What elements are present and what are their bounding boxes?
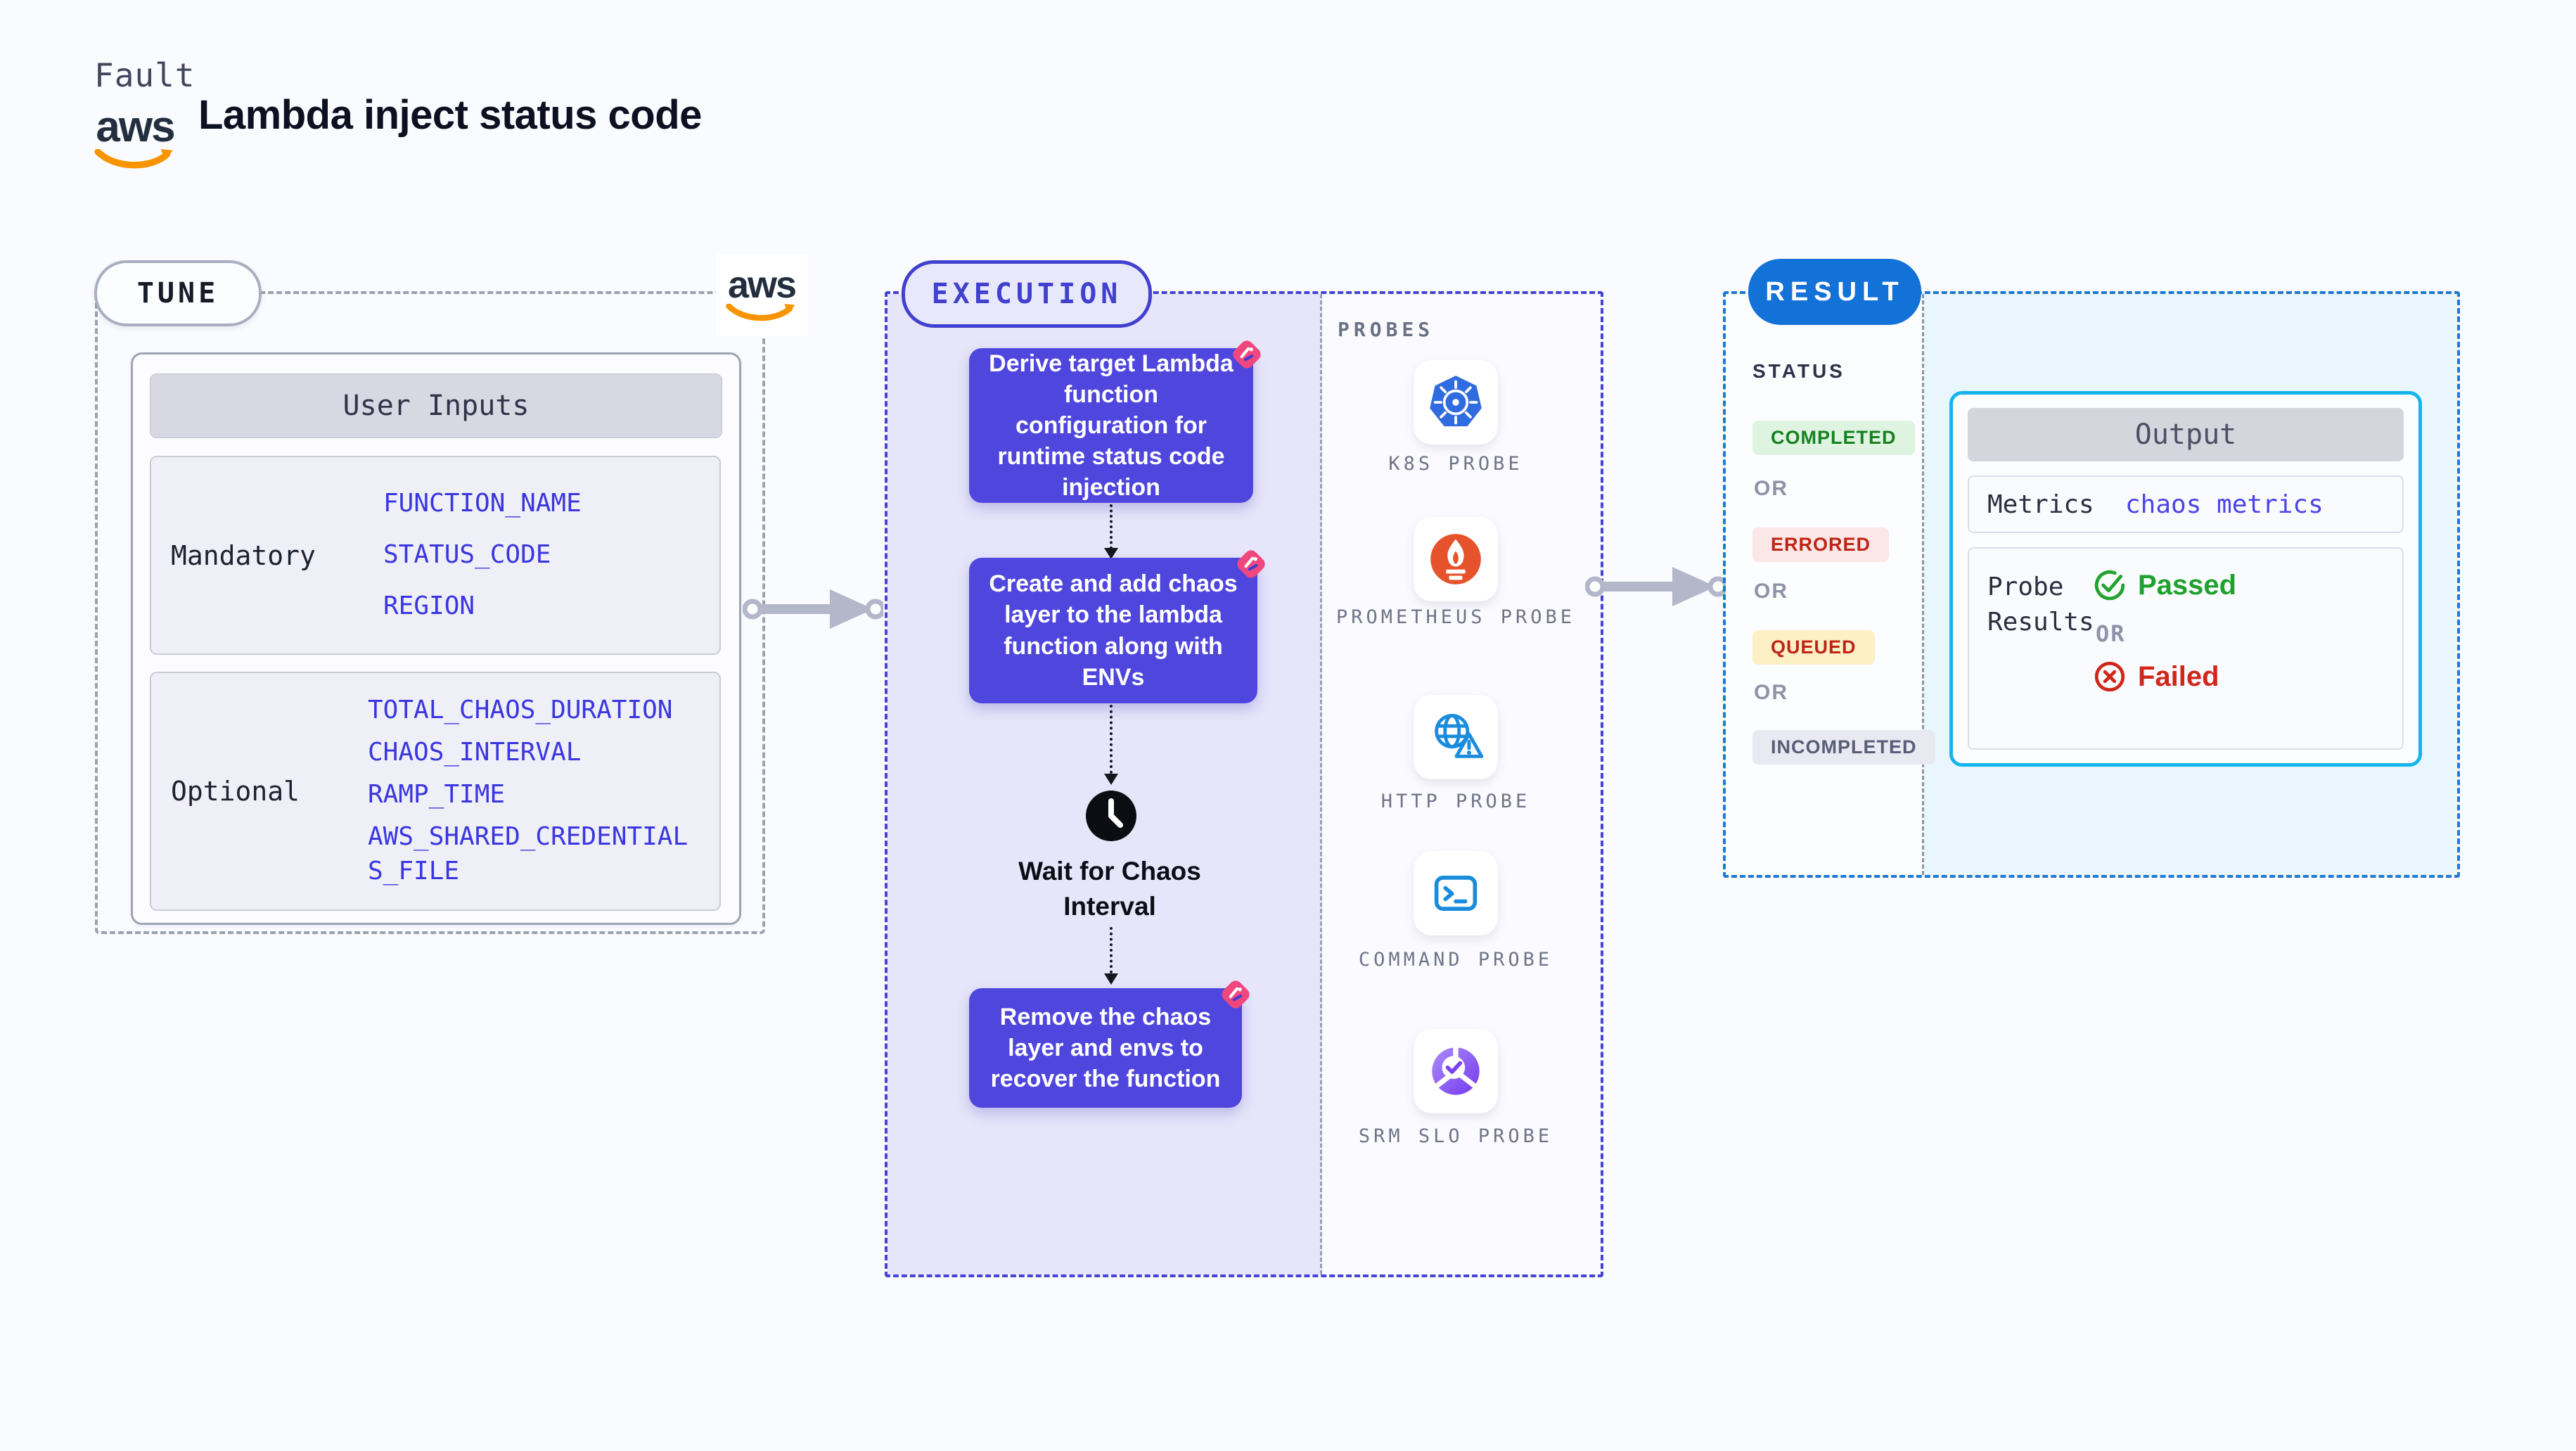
input-region: REGION <box>383 592 475 621</box>
result-status-panel <box>1726 294 1924 875</box>
input-total-chaos-duration: TOTAL_CHAOS_DURATION <box>368 696 673 725</box>
probe-label-prometheus: PROMETHEUS PROBE <box>1335 606 1576 628</box>
user-inputs-header: User Inputs <box>150 373 722 438</box>
status-badge-incompleted: INCOMPLETED <box>1752 730 1935 765</box>
user-inputs-card: User Inputs Mandatory FUNCTION_NAME STAT… <box>131 352 741 925</box>
probe-results-row: Probe Results Passed OR Failed <box>1968 547 2404 750</box>
metrics-label: Metrics <box>1987 490 2094 519</box>
input-ramp-time: RAMP_TIME <box>368 780 506 810</box>
x-circle-icon <box>2094 661 2125 692</box>
flow-arrow-icon <box>1585 567 1726 606</box>
terminal-icon <box>1434 876 1478 911</box>
metrics-row: Metrics chaos metrics <box>1968 475 2404 533</box>
passed-result: Passed <box>2093 568 2236 602</box>
execution-badge: EXECUTION <box>902 260 1152 328</box>
connector-line <box>1110 705 1113 774</box>
http-globe-warning-icon <box>1435 714 1484 758</box>
probe-label-k8s: K8S PROBE <box>1388 453 1523 475</box>
connector-arrowhead <box>1104 548 1118 559</box>
aws-smile-icon <box>94 149 173 169</box>
input-status-code: STATUS_CODE <box>383 540 551 570</box>
input-function-name: FUNCTION_NAME <box>383 489 582 518</box>
input-aws-shared-credentials-file: AWS_SHARED_CREDENTIALS_FILE <box>368 822 688 886</box>
probes-heading: PROBES <box>1338 318 1435 341</box>
or-separator: OR <box>2096 620 2126 647</box>
chaos-fault-icon <box>1222 980 1250 1009</box>
connector-arrowhead <box>1104 774 1118 785</box>
output-header: Output <box>1968 408 2404 461</box>
clock-icon <box>1086 791 1136 841</box>
mandatory-label: Mandatory <box>171 539 316 571</box>
probe-label-srm-slo: SRM SLO PROBE <box>1358 1125 1553 1147</box>
page-title: Lambda inject status code <box>198 92 702 138</box>
step-remove-chaos-layer: Remove the chaos layer and envs to recov… <box>969 980 1250 1108</box>
probe-card-k8s <box>1414 360 1498 445</box>
aws-smile-icon <box>726 304 795 321</box>
or-separator: OR <box>1754 681 1788 704</box>
prometheus-icon <box>1430 534 1481 584</box>
aws-logo-text: aws <box>96 103 175 151</box>
aws-logo-icon: aws <box>91 106 179 173</box>
tune-badge: TUNE <box>94 260 262 326</box>
wait-for-chaos-interval-label: Wait for Chaos Interval <box>1018 857 1201 921</box>
kubernetes-icon <box>1430 376 1482 427</box>
slo-donut-check-icon <box>1432 1046 1480 1095</box>
result-badge: RESULT <box>1748 259 1921 325</box>
connector-line <box>1110 927 1113 973</box>
step-derive-config: Derive target Lambda function configurat… <box>969 340 1261 503</box>
mandatory-inputs-row: Mandatory FUNCTION_NAME STATUS_CODE REGI… <box>150 456 721 655</box>
fault-kicker: Fault <box>94 56 196 94</box>
flow-arrow-icon <box>743 589 883 629</box>
probe-results-label: Probe Results <box>1987 573 2094 637</box>
connector-arrowhead <box>1104 973 1118 985</box>
probe-card-command <box>1414 851 1498 935</box>
status-badge-errored: ERRORED <box>1752 528 1890 562</box>
probe-card-srm-slo <box>1414 1029 1498 1113</box>
failed-result: Failed <box>2093 660 2219 693</box>
or-separator: OR <box>1754 580 1788 603</box>
check-circle-icon <box>2094 570 2125 601</box>
status-badge-queued: QUEUED <box>1752 630 1875 665</box>
probe-card-prometheus <box>1414 517 1498 601</box>
probe-label-http: HTTP PROBE <box>1380 791 1531 812</box>
chaos-fault-icon <box>1233 340 1261 369</box>
or-separator: OR <box>1754 477 1788 500</box>
aws-corner-logo-icon: aws <box>716 255 807 336</box>
probe-card-http <box>1414 695 1498 779</box>
optional-label: Optional <box>171 776 300 807</box>
status-heading: STATUS <box>1752 360 1845 382</box>
optional-inputs-row: Optional TOTAL_CHAOS_DURATION CHAOS_INTE… <box>150 672 721 911</box>
chaos-fault-icon <box>1237 550 1265 578</box>
chaos-metrics-link[interactable]: chaos metrics <box>2125 490 2324 519</box>
status-badge-completed: COMPLETED <box>1752 421 1915 455</box>
connector-line <box>1110 504 1113 549</box>
probe-label-command: COMMAND PROBE <box>1358 949 1553 971</box>
input-chaos-interval: CHAOS_INTERVAL <box>368 738 582 767</box>
step-create-chaos-layer: Create and add chaos layer to the lambda… <box>969 550 1265 703</box>
